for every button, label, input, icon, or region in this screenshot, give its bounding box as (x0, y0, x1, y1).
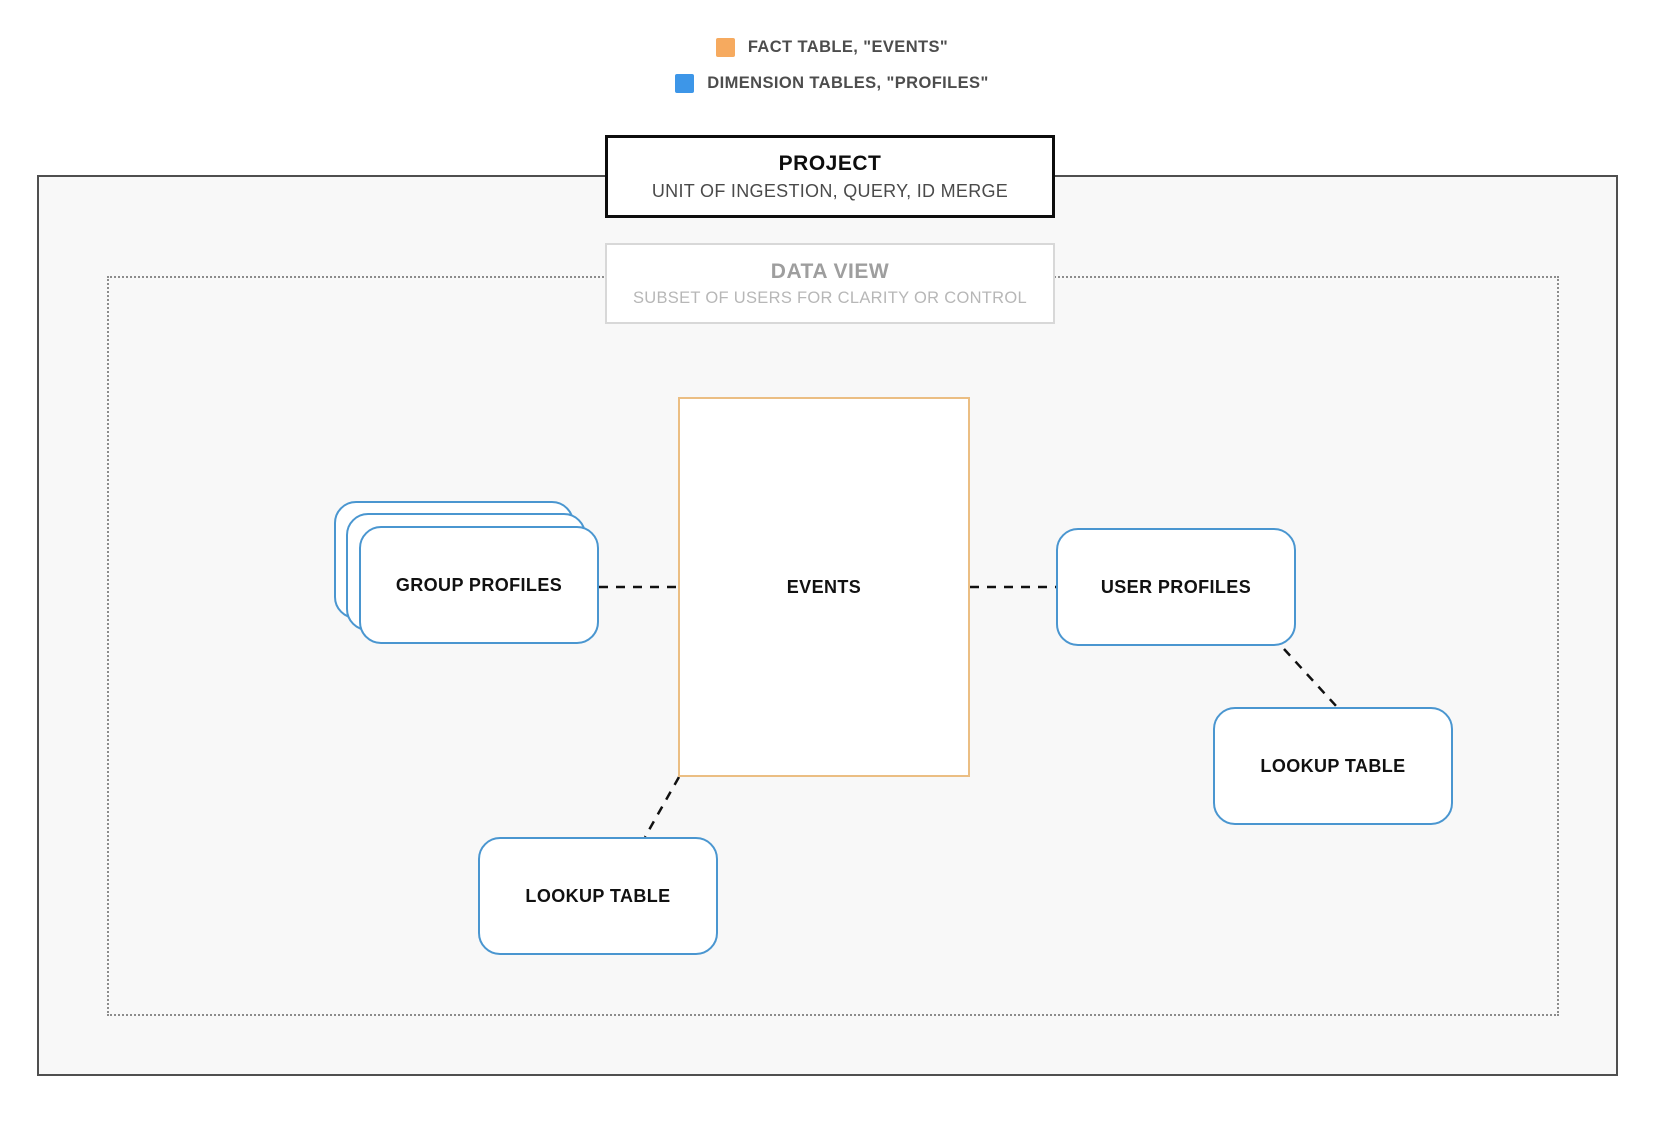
data-view-title: DATA VIEW (770, 259, 890, 283)
fact-table-swatch-icon (715, 38, 735, 57)
data-view-header-box: DATA VIEW SUBSET OF USERS FOR CLARITY OR… (605, 243, 1055, 324)
lookup-table-right-node: LOOKUP TABLE (1213, 707, 1453, 825)
events-label: EVENTS (786, 576, 862, 597)
dimension-tables-swatch-icon (675, 74, 695, 93)
legend-label-dimension-tables: DIMENSION TABLES, "PROFILES" (707, 74, 989, 92)
data-view-subtitle: SUBSET OF USERS FOR CLARITY OR CONTROL (632, 288, 1028, 307)
legend: FACT TABLE, "EVENTS" DIMENSION TABLES, "… (0, 38, 1664, 93)
lookup-table-bottom-label: LOOKUP TABLE (525, 885, 671, 906)
group-profiles-node: GROUP PROFILES (359, 526, 599, 644)
user-profiles-label: USER PROFILES (1100, 576, 1252, 597)
group-profiles-label: GROUP PROFILES (395, 574, 563, 595)
project-title: PROJECT (778, 151, 882, 175)
project-header-box: PROJECT UNIT OF INGESTION, QUERY, ID MER… (605, 135, 1055, 218)
project-subtitle: UNIT OF INGESTION, QUERY, ID MERGE (651, 180, 1009, 201)
events-node: EVENTS (678, 397, 970, 777)
legend-label-fact-table: FACT TABLE, "EVENTS" (747, 38, 949, 56)
legend-item-fact-table: FACT TABLE, "EVENTS" (715, 38, 949, 57)
legend-item-dimension-tables: DIMENSION TABLES, "PROFILES" (675, 74, 988, 93)
lookup-table-bottom-node: LOOKUP TABLE (478, 837, 718, 955)
lookup-table-right-label: LOOKUP TABLE (1260, 755, 1406, 776)
user-profiles-node: USER PROFILES (1056, 528, 1296, 646)
